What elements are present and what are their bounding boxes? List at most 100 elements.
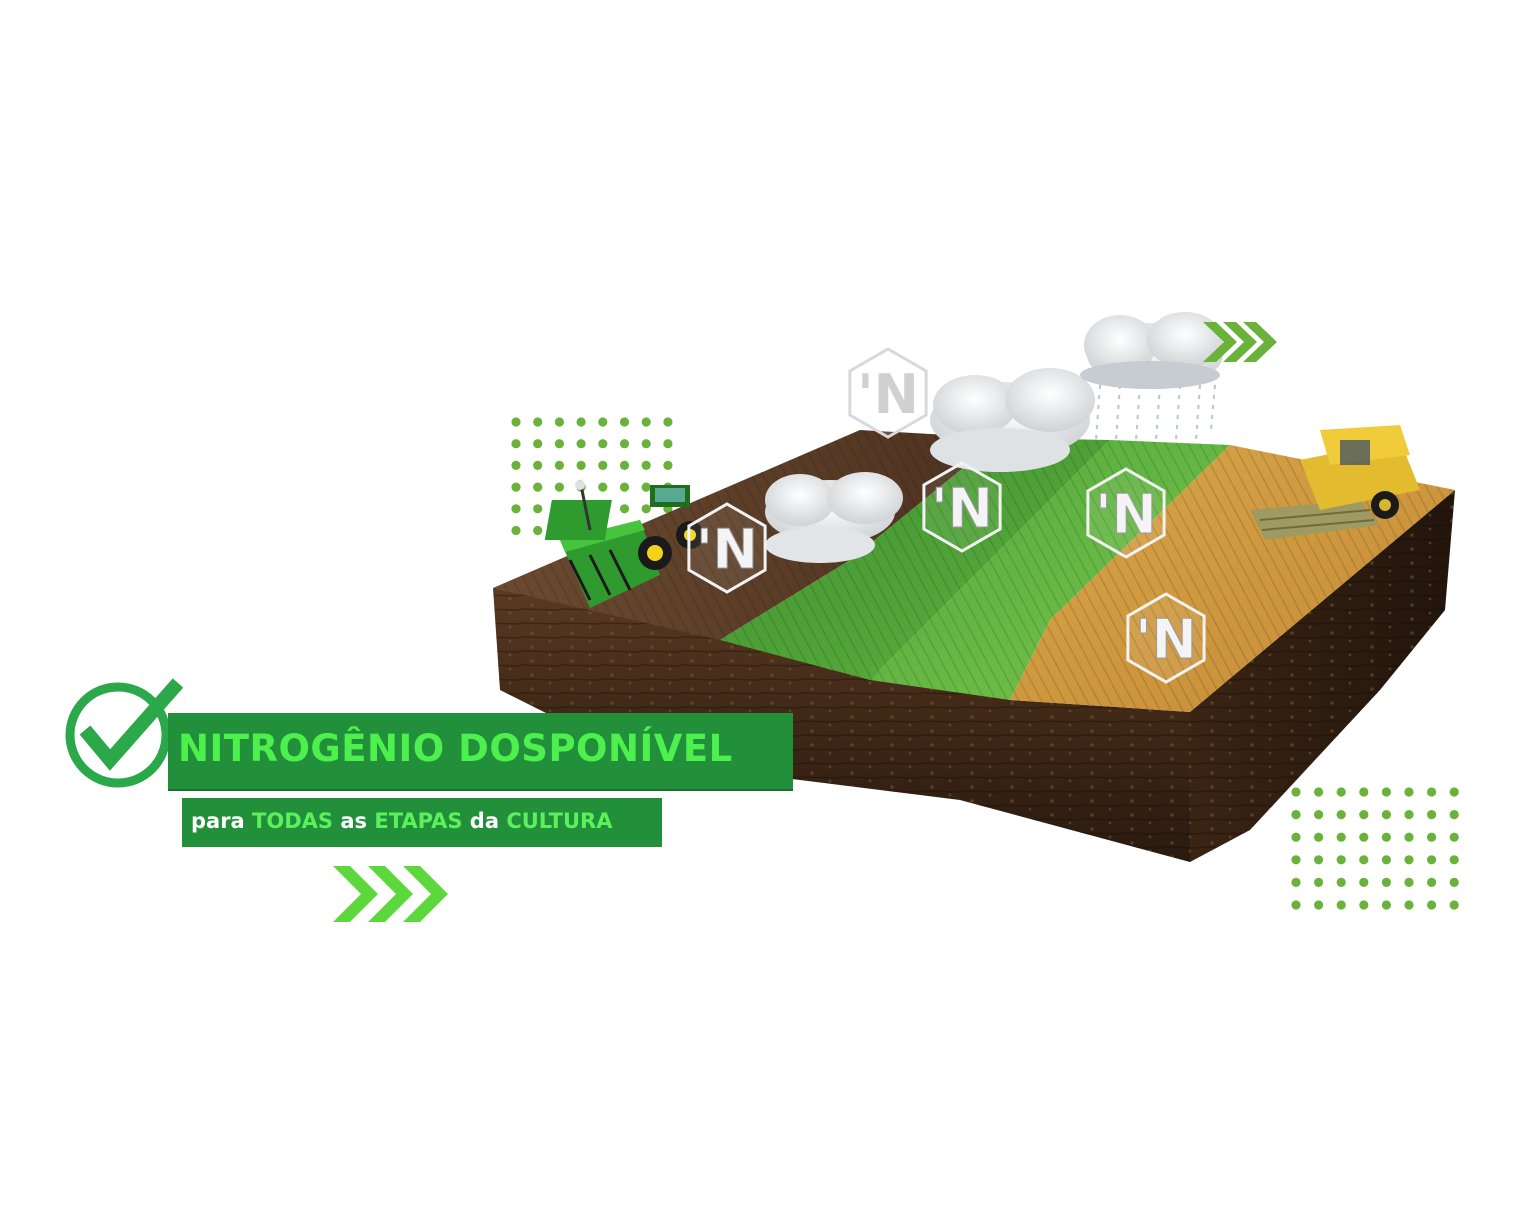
dot [1336, 810, 1346, 820]
dot [511, 525, 521, 536]
dot [1336, 855, 1346, 865]
nitrogen-badge-icon: 'N [848, 347, 928, 439]
dot [554, 417, 565, 427]
dot [554, 482, 565, 492]
dot [1314, 832, 1324, 842]
subtitle-banner: para TODAS as ETAPAS da CULTURA [182, 798, 662, 847]
dot [1359, 877, 1369, 888]
dot [1404, 877, 1414, 888]
nitrogen-badge-label: 'N [696, 518, 758, 581]
dot [619, 417, 630, 427]
dot [576, 417, 586, 427]
dot [1359, 810, 1369, 820]
dot [554, 460, 565, 470]
dot [1381, 787, 1391, 797]
dot [619, 504, 630, 514]
dot [1427, 810, 1437, 820]
dot [641, 417, 651, 427]
dot [1449, 810, 1459, 820]
dot [1381, 900, 1391, 910]
subtitle-line: para TODAS as ETAPAS da CULTURA [191, 809, 612, 833]
subtitle-word: da [469, 809, 499, 833]
tractor-icon [544, 479, 704, 608]
subtitle-word-highlight: TODAS [252, 809, 334, 833]
dot [1404, 832, 1414, 842]
dot [1449, 900, 1459, 910]
dot [1427, 787, 1437, 797]
dot [1314, 855, 1324, 865]
dot [663, 439, 673, 449]
dot [1427, 855, 1437, 865]
dot [641, 482, 651, 492]
harvester-icon [1250, 425, 1420, 540]
dot [533, 482, 543, 492]
dot [1381, 877, 1391, 888]
dot [511, 504, 521, 514]
cloud-icon [765, 472, 903, 563]
dot [598, 439, 608, 449]
rain-cloud-icon [1080, 312, 1223, 441]
dot [1314, 900, 1324, 910]
dot [1359, 855, 1369, 865]
dot [619, 460, 630, 470]
dot [641, 439, 651, 449]
nitrogen-badge-icon: 'N [1126, 592, 1206, 684]
dot [1427, 877, 1437, 888]
dot [1404, 810, 1414, 820]
dot [1336, 787, 1346, 797]
dot [663, 460, 673, 470]
subtitle-word: para [191, 809, 245, 833]
dot [1381, 855, 1391, 865]
dot [576, 439, 586, 449]
dot [1336, 900, 1346, 910]
subtitle-word-highlight: ETAPAS [374, 809, 463, 833]
subtitle-word-highlight: CULTURA [506, 809, 613, 833]
dot [1381, 832, 1391, 842]
dot [1314, 877, 1324, 888]
dot [1427, 900, 1437, 910]
dot [1427, 832, 1437, 842]
dot [511, 460, 521, 470]
chevron-arrows-icon [333, 866, 448, 922]
dot [1449, 787, 1459, 797]
dot [1359, 900, 1369, 910]
dot [533, 460, 543, 470]
dot [1336, 832, 1346, 842]
dot [533, 504, 543, 514]
dot [1291, 832, 1301, 842]
dot [511, 482, 521, 492]
nitrogen-badge-icon: 'N [922, 461, 1002, 553]
dot [619, 482, 630, 492]
chevron-arrows-icon [1203, 322, 1277, 362]
nitrogen-badge-label: 'N [857, 363, 919, 426]
dot [1381, 810, 1391, 820]
dot [598, 460, 608, 470]
dot [1359, 832, 1369, 842]
dot [1314, 787, 1324, 797]
dot [1314, 810, 1324, 820]
dot [598, 482, 608, 492]
dot [1404, 787, 1414, 797]
cloud-icon [930, 368, 1095, 472]
dot [1359, 787, 1369, 797]
dot [663, 417, 673, 427]
dot [533, 417, 543, 427]
nitrogen-badge-icon: 'N [687, 502, 767, 594]
nitrogen-badge-label: 'N [1095, 483, 1157, 546]
dot [511, 439, 521, 449]
subtitle-word: as [340, 809, 368, 833]
check-icon [65, 678, 184, 788]
dot [641, 504, 651, 514]
dot [598, 417, 608, 427]
dot [1449, 855, 1459, 865]
dot [619, 439, 630, 449]
dot [1449, 832, 1459, 842]
dot [533, 439, 543, 449]
dot [1291, 787, 1301, 797]
dot [554, 439, 565, 449]
dot-grid-bottom [1291, 787, 1459, 910]
nitrogen-badge-label: 'N [931, 477, 993, 540]
nitrogen-badge-label: 'N [1135, 608, 1197, 671]
dot [1449, 877, 1459, 888]
